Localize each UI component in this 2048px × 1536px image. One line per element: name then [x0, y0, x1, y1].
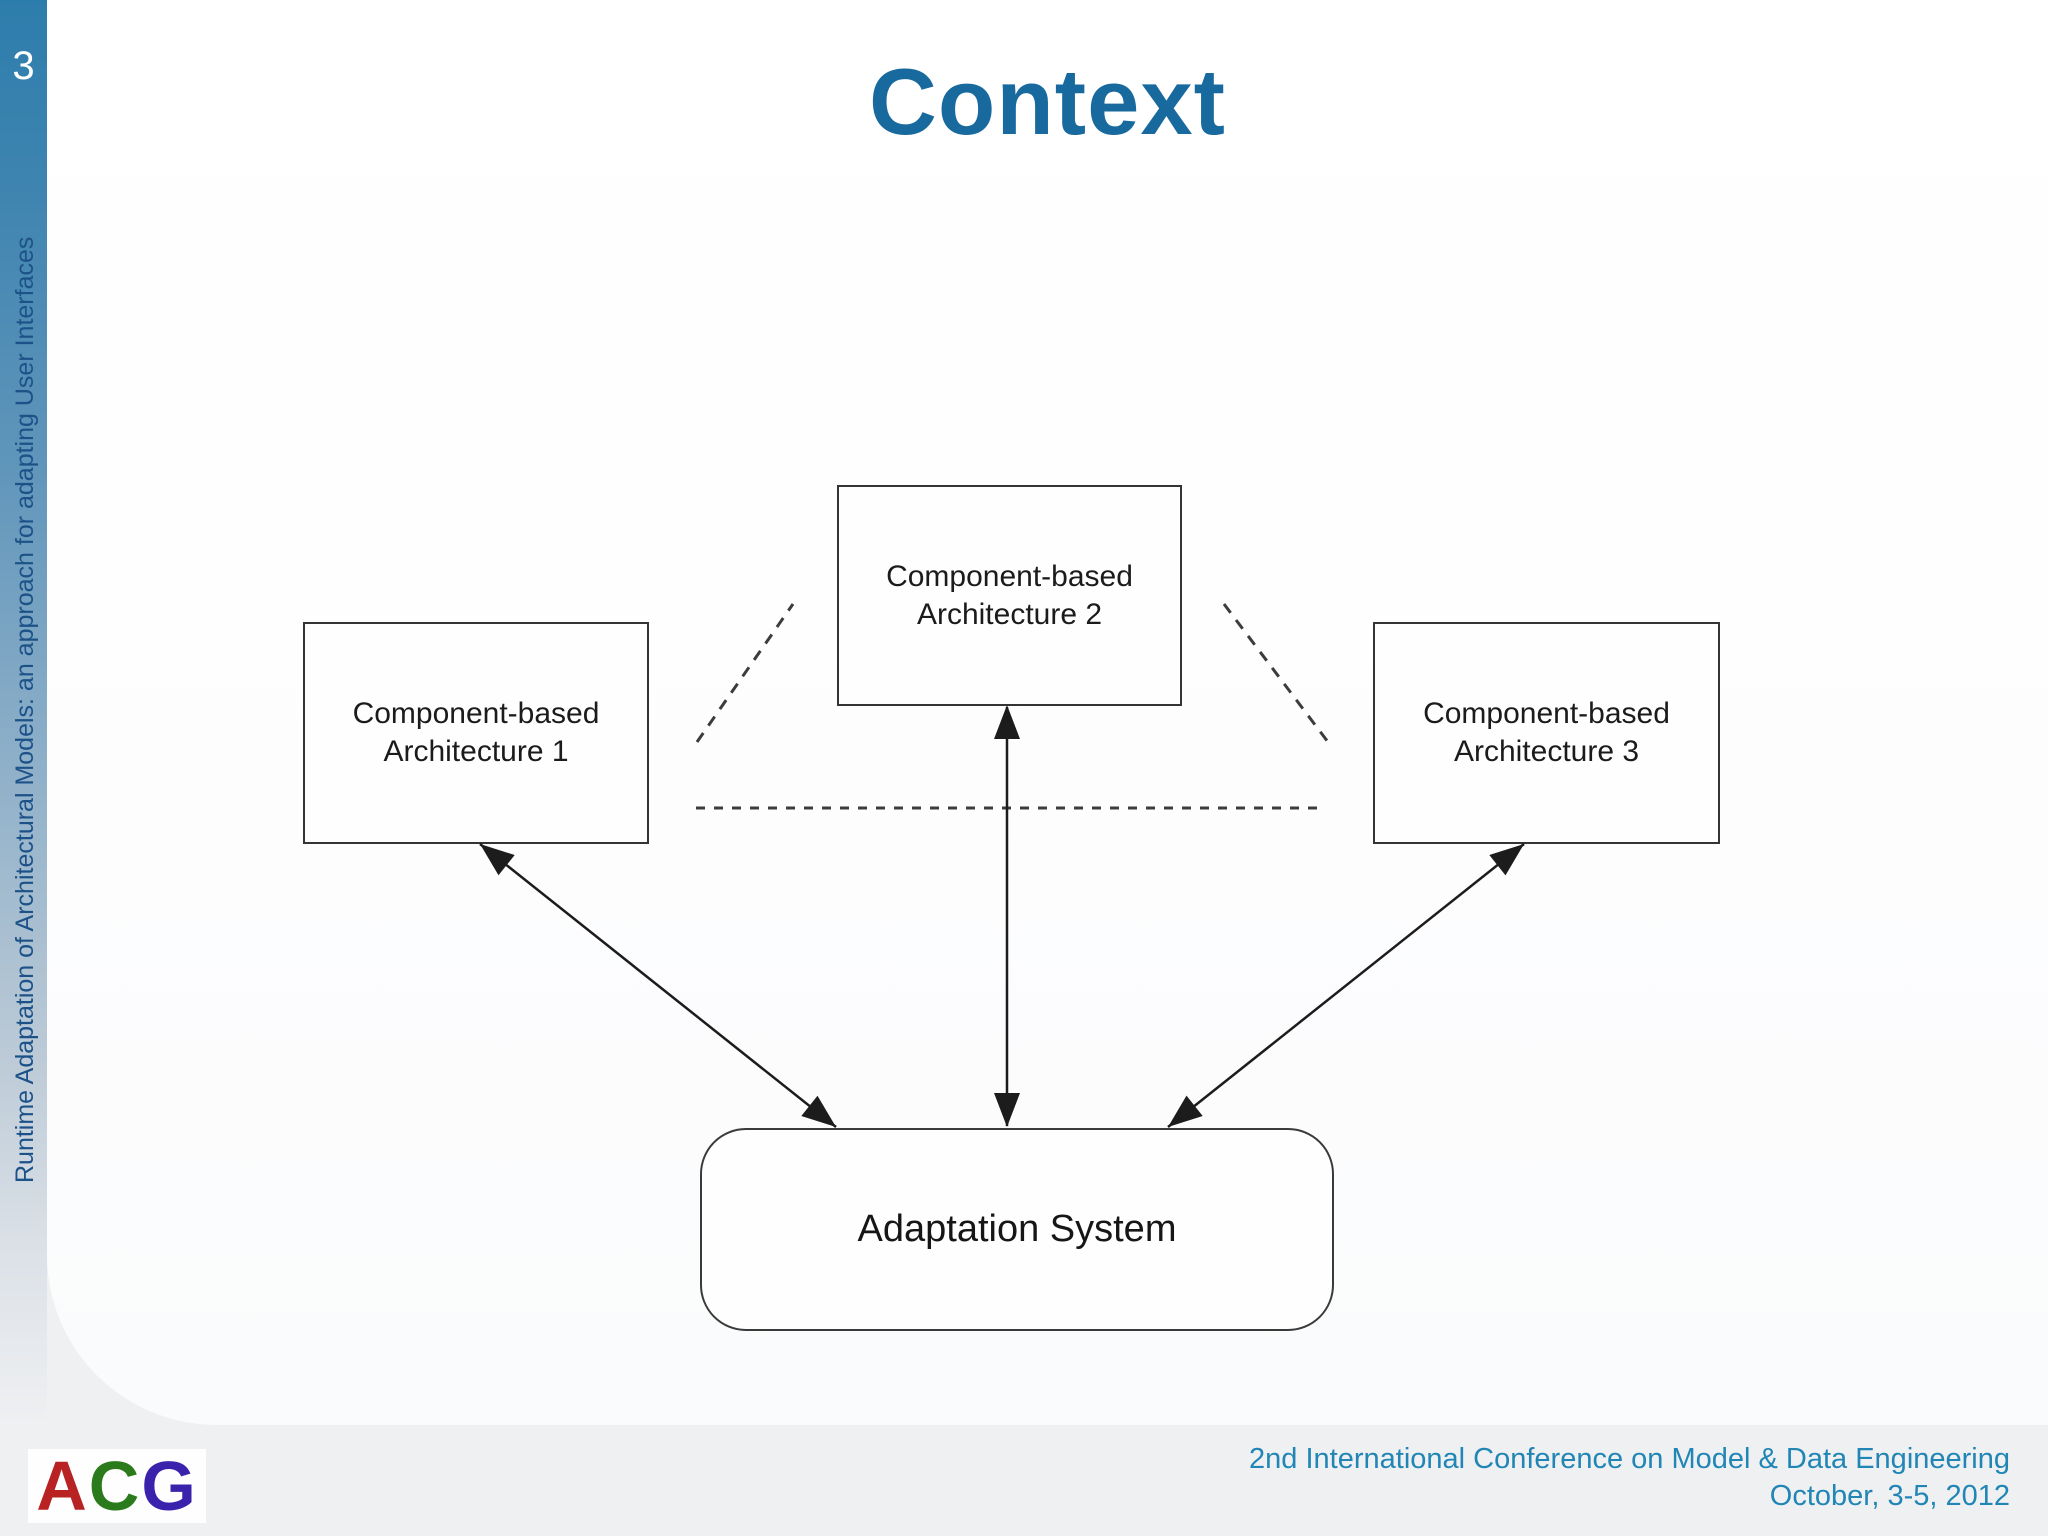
conference-date: October, 3-5, 2012	[1769, 1480, 2010, 1512]
sidebar: 3 Runtime Adaptation of Architectural Mo…	[0, 0, 47, 1536]
logo-letter-a: A	[36, 1447, 89, 1525]
logo-letter-g: G	[141, 1447, 198, 1525]
node-architecture-2: Component-based Architecture 2	[837, 485, 1182, 706]
node-label-line1: Component-based	[352, 697, 600, 730]
node-adaptation-system: Adaptation System	[700, 1128, 1334, 1331]
node-label-line1: Component-based	[1423, 697, 1670, 730]
node-label-line2: Architecture 1	[383, 735, 569, 768]
slide-title: Context	[869, 49, 1226, 154]
footer	[0, 1425, 2048, 1536]
node-label-line2: Architecture 3	[1453, 735, 1640, 768]
node-architecture-3: Component-based Architecture 3	[1373, 622, 1720, 844]
node-label-line1: Component-based	[886, 559, 1133, 593]
node-label-line2: Architecture 2	[916, 597, 1103, 631]
adaptation-label: Adaptation System	[857, 1208, 1177, 1250]
conference-info: 2nd International Conference on Model & …	[1249, 1441, 2010, 1515]
logo-letter-c: C	[88, 1447, 142, 1525]
sidebar-vertical-title: Runtime Adaptation of Architectural Mode…	[11, 236, 39, 1183]
node-architecture-1: Component-based Architecture 1	[303, 622, 649, 844]
conference-name: 2nd International Conference on Model & …	[1249, 1443, 2010, 1475]
slide-number: 3	[12, 44, 35, 88]
